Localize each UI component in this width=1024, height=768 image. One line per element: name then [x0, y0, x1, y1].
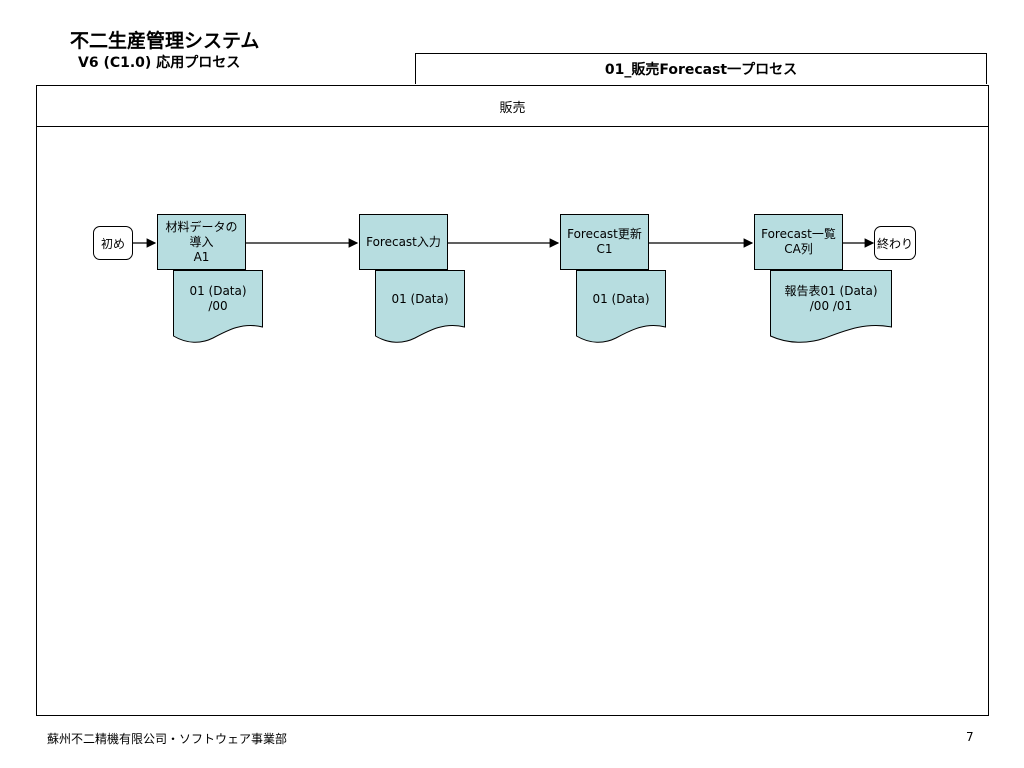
system-subtitle: V6 (C1.0) 応用プロセス	[78, 55, 241, 71]
process-step-1: 材料データの 導入 A1	[157, 214, 246, 270]
process-title: 01_販売Forecast一プロセス	[415, 53, 987, 84]
footer-company: 蘇州不二精機有限公司・ソフトウェア事業部	[47, 732, 288, 746]
document-shape-icon	[770, 270, 892, 343]
document-step-4: 報告表01 (Data) /00 /01	[770, 270, 892, 345]
process-step-label: Forecast入力	[366, 234, 441, 249]
start-terminal: 初め	[93, 226, 133, 260]
page-number: 7	[966, 730, 974, 744]
document-shape-icon	[576, 270, 666, 343]
end-terminal: 終わり	[874, 226, 916, 260]
process-step-label: Forecast一覧 CA列	[761, 227, 836, 256]
lane-header: 販売	[37, 86, 988, 127]
process-step-label: 材料データの 導入 A1	[165, 219, 238, 264]
document-shape-icon	[173, 270, 263, 343]
document-step-3: 01 (Data)	[576, 270, 666, 345]
document-step-1: 01 (Data) /00	[173, 270, 263, 345]
document-shape-icon	[375, 270, 465, 343]
document-label: 01 (Data) /00	[189, 284, 247, 313]
document-label: 報告表01 (Data) /00 /01	[784, 284, 878, 313]
process-step-3: Forecast更新 C1	[560, 214, 649, 270]
process-step-label: Forecast更新 C1	[567, 227, 642, 256]
process-step-2: Forecast入力	[359, 214, 448, 270]
swimlane-frame: 販売	[36, 85, 989, 716]
document-label: 01 (Data)	[592, 292, 650, 306]
document-step-2: 01 (Data)	[375, 270, 465, 345]
document-label: 01 (Data)	[391, 292, 449, 306]
process-step-4: Forecast一覧 CA列	[754, 214, 843, 270]
system-title: 不二生産管理システム	[70, 30, 260, 52]
